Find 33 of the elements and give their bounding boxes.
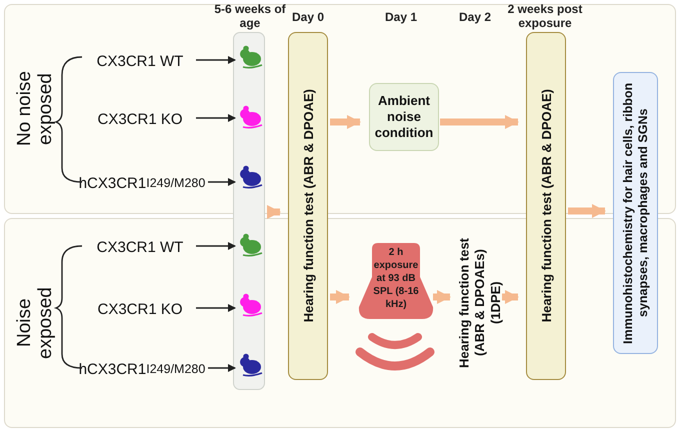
process-box — [613, 72, 658, 354]
test-label: Hearing function test (ABR & DPOAE) — [300, 89, 316, 323]
arrow — [502, 290, 519, 304]
time-label: Day 0 — [290, 11, 326, 25]
arrow — [208, 178, 236, 186]
arrow — [330, 290, 350, 304]
arrow — [196, 242, 236, 250]
arrow — [208, 364, 236, 372]
time-label: 5-6 weeks of age — [213, 3, 287, 31]
time-label: Day 1 — [384, 11, 418, 25]
genotype-label: CX3CR1 WT — [85, 51, 195, 71]
time-label: Day 2 — [458, 11, 492, 25]
step-text: Hearing function test (ABR & DPOAEs) (1DPE) — [459, 227, 501, 379]
arrow — [568, 204, 606, 218]
exposure-box: 2 h exposure at 93 dB SPL (8-16 kHz) — [358, 243, 434, 319]
arrow — [433, 290, 451, 304]
test-box — [288, 32, 328, 380]
group-label: Noise exposed — [15, 286, 57, 361]
test-box — [526, 32, 566, 380]
genotype-label: CX3CR1 KO — [85, 109, 195, 129]
genotype-label: CX3CR1 WT — [85, 237, 195, 257]
arrow — [440, 115, 519, 129]
process-label: Immunohistochemistry for hair cells, ribbon synapses, macrophages and SGNs — [620, 81, 650, 346]
arrow — [196, 114, 236, 122]
genotype-label: CX3CR1 KO — [85, 299, 195, 319]
test-label: Hearing function test (ABR & DPOAE) — [538, 89, 554, 323]
arrow — [267, 205, 281, 219]
process-box: Ambient noise condition — [369, 83, 439, 151]
arrow — [196, 304, 236, 312]
time-label: 2 weeks post exposure — [506, 3, 584, 31]
arrow — [196, 56, 236, 64]
group-label: No noise exposed — [15, 70, 57, 148]
arrow — [330, 115, 361, 129]
